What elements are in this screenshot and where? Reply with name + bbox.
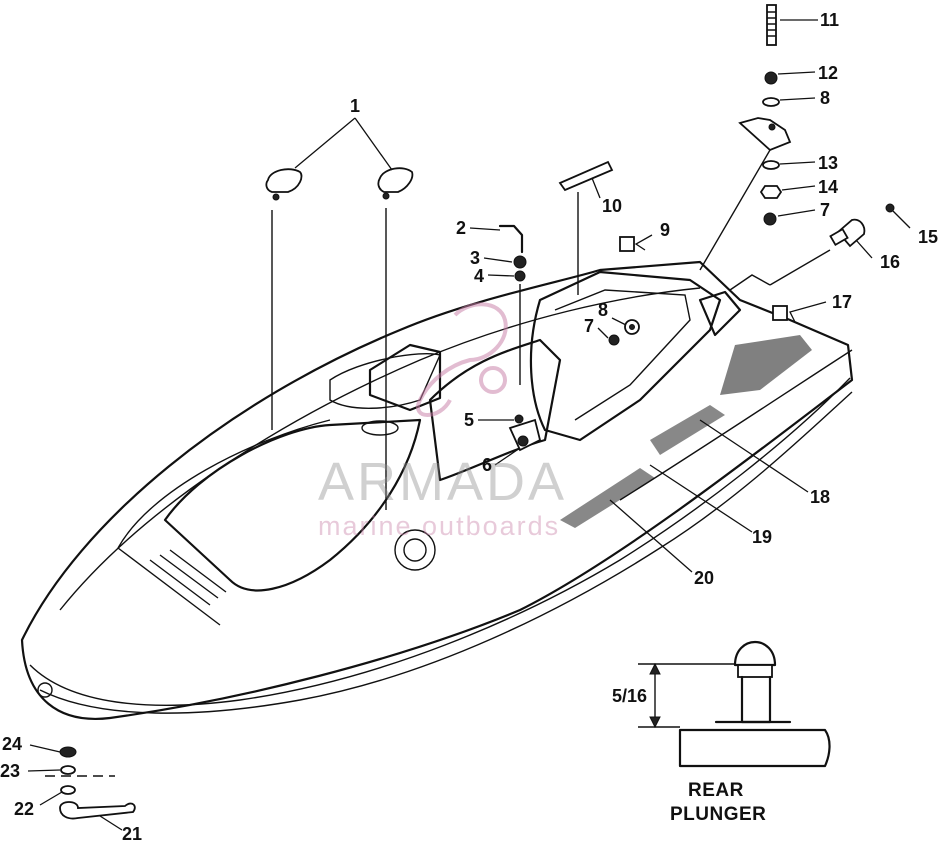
callout-11: 11 (820, 10, 839, 30)
callout-21: 21 (122, 824, 142, 841)
callout-23: 23 (0, 761, 20, 781)
part-10-strap (558, 160, 614, 295)
callout-17: 17 (832, 292, 852, 312)
callout-16: 16 (880, 252, 900, 272)
dimension-label: 5/16 (612, 686, 647, 706)
callout-20: 20 (694, 568, 714, 588)
callout-7-seat: 7 (584, 316, 594, 336)
part-16-knob (729, 203, 895, 291)
hull (20, 260, 854, 720)
callout-10: 10 (602, 196, 622, 216)
callout-12: 12 (818, 63, 838, 83)
leader-lines (27, 19, 911, 831)
detail-caption-line1: REAR (688, 780, 744, 801)
detail-caption-line2: PLUNGER (670, 804, 766, 825)
callout-18: 18 (810, 487, 830, 507)
watermark-tagline: marine outboards (318, 511, 560, 541)
callout-14: 14 (818, 177, 838, 197)
plunger-stack (699, 4, 792, 271)
callout-15: 15 (918, 227, 938, 247)
callout-19: 19 (752, 527, 772, 547)
callout-7-stack: 7 (820, 200, 830, 220)
callout-22: 22 (14, 799, 34, 819)
seat-nut (608, 334, 620, 346)
part-17-decal (772, 305, 788, 321)
watermark: ARMADA marine outboards (318, 302, 567, 541)
part-1-covers (265, 167, 414, 510)
callout-24: 24 (2, 734, 22, 754)
part-9-decal (619, 236, 635, 252)
callout-2: 2 (456, 218, 466, 238)
watermark-brand: ARMADA (318, 452, 567, 512)
callout-labels: 1 2 3 4 5 6 7 8 9 10 11 12 8 13 14 7 15 … (0, 10, 938, 844)
callout-8-stack: 8 (820, 88, 830, 108)
rear-plunger-detail (638, 640, 831, 768)
callout-9: 9 (660, 220, 670, 240)
callout-1: 1 (350, 96, 360, 116)
callout-13: 13 (818, 153, 838, 173)
callout-8-seat: 8 (598, 300, 608, 320)
callout-6: 6 (482, 455, 492, 475)
handle-hardware (498, 224, 542, 452)
callout-5: 5 (464, 410, 474, 430)
callout-4: 4 (474, 266, 484, 286)
seahorse-logo (416, 302, 508, 417)
bow-eye-hardware (45, 746, 136, 820)
callout-3: 3 (470, 248, 480, 268)
